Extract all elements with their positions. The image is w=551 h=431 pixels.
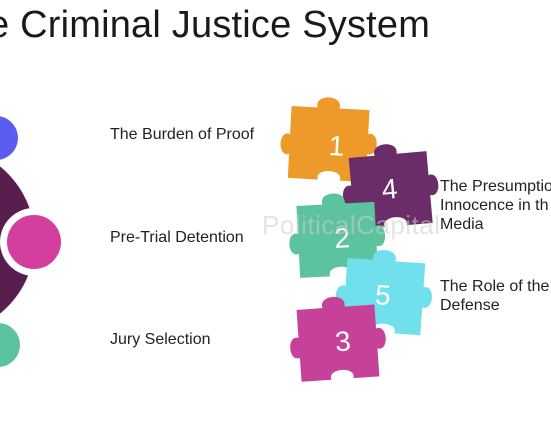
label-pre-trial-detention: Pre-Trial Detention	[110, 229, 244, 246]
watermark: PoliticalCapital	[262, 210, 441, 240]
left-circle-group	[0, 116, 68, 372]
puzzle-piece-5-number: 5	[374, 279, 392, 311]
puzzle-piece-2-number: 2	[334, 222, 351, 254]
puzzle-piece-3: 3	[290, 296, 386, 382]
middle-pink-circle	[7, 215, 61, 269]
label-role-of-defense: The Role of the Defense	[440, 277, 549, 315]
top-blue-circle	[0, 116, 18, 160]
puzzle-piece-2: 2	[289, 193, 386, 278]
label-5-line-2: Defense	[440, 297, 500, 314]
label-jury-selection: Jury Selection	[110, 331, 211, 348]
label-4-line-1: The Presumptio	[440, 178, 551, 195]
label-4-line-3: Media	[440, 216, 484, 233]
label-5-line-1: The Role of the	[440, 278, 550, 295]
puzzle-piece-1-number: 1	[328, 130, 345, 162]
label-presumption-of-innocence: The Presumptio Innocence in th Media	[440, 177, 551, 234]
label-4-line-2: Innocence in th	[440, 197, 549, 214]
puzzle-piece-3-shape	[290, 296, 386, 382]
puzzle-piece-4-number: 4	[380, 173, 398, 205]
puzzle-piece-2-shape	[289, 193, 386, 278]
page-title: e Criminal Justice System	[0, 4, 431, 46]
label-burden-of-proof: The Burden of Proof	[110, 126, 255, 143]
puzzle-piece-3-number: 3	[334, 325, 352, 357]
bottom-green-circle	[0, 323, 20, 367]
